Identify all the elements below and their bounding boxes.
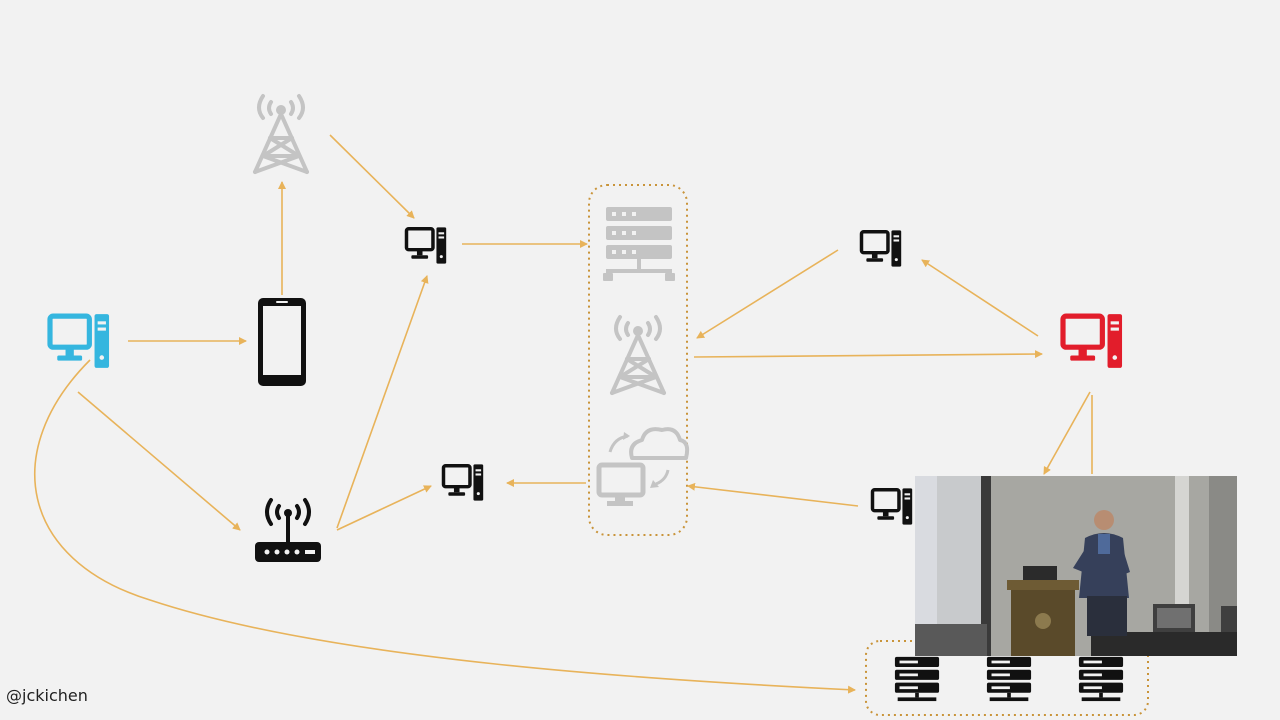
provider-server-icon — [603, 207, 675, 281]
server-icon — [1078, 656, 1124, 702]
edge-router-to-relay-bottom — [336, 485, 432, 531]
speaker-video-overlay — [915, 476, 1237, 656]
relay-computer-bottom-icon — [444, 464, 484, 500]
server-icon — [986, 656, 1032, 702]
edge-origin-to-servers — [34, 359, 856, 694]
edge-right-bottom-to-infrastructure — [687, 482, 859, 507]
edge-origin-to-router — [77, 391, 241, 531]
server-icon — [894, 656, 940, 702]
edge-tower-to-relay-top — [329, 134, 415, 219]
edge-target-to-right-bottom — [1043, 391, 1091, 475]
relay-computer-top-icon — [407, 227, 447, 263]
relay-computer-right-top-icon — [862, 230, 902, 266]
smartphone-icon — [258, 298, 306, 386]
provider-tower-icon — [610, 315, 666, 395]
relay-computer-right-bottom-icon — [873, 488, 913, 524]
edge-right-top-to-infrastructure — [696, 249, 839, 339]
edge-infrastructure-to-target — [693, 350, 1043, 359]
edge-target-to-right-top — [921, 259, 1039, 337]
target-computer-icon — [1063, 314, 1122, 368]
author-handle: @jckichen — [6, 686, 88, 705]
cell-tower-icon — [253, 94, 309, 174]
provider-cloud-computer-icon — [596, 427, 690, 506]
wifi-router-icon — [253, 498, 323, 564]
edge-router-to-relay-top — [336, 275, 429, 529]
speaker-head — [1094, 510, 1114, 530]
origin-computer-icon — [50, 314, 109, 368]
infrastructure-group-box — [588, 184, 688, 536]
